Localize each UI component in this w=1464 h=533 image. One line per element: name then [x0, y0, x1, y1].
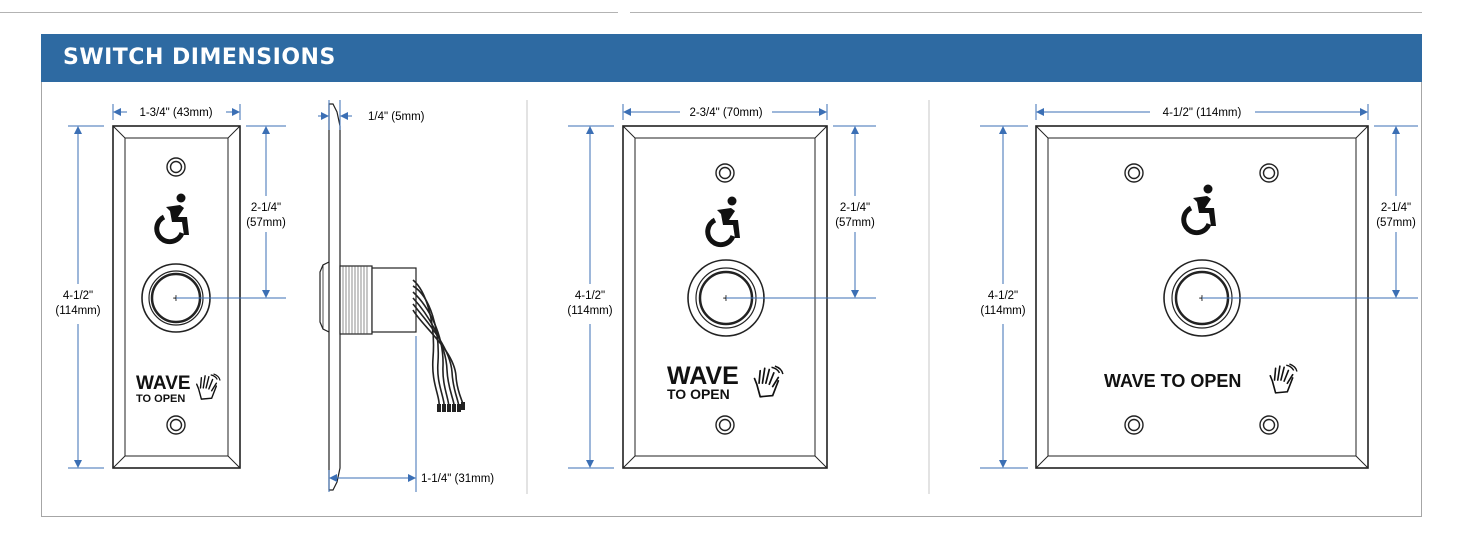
switch-dimensions-panel: [41, 34, 1422, 517]
double-gang-height-dim-b: (114mm): [980, 305, 1025, 317]
to-open-label: TO OPEN: [136, 393, 185, 405]
double-gang-dimensions: [980, 104, 1418, 469]
double-gang-plate: [1035, 125, 1369, 469]
single-gang-dimensions: [568, 104, 876, 469]
double-gang-width-dim: 4-1/2" (114mm): [1163, 107, 1242, 119]
narrow-width-dim: 1-3/4" (43mm): [139, 107, 212, 119]
to-open-label: TO OPEN: [667, 386, 730, 402]
top-rule-left: [0, 12, 618, 13]
double-gang-plate-inner: [1047, 137, 1357, 457]
top-rule-right: [630, 12, 1422, 13]
narrow-offset-dim-a: 2-1/4": [251, 202, 281, 214]
single-gang-offset-dim-b: (57mm): [835, 217, 875, 229]
narrow-plate-inner: [124, 137, 229, 457]
wave-label: WAVE: [136, 373, 191, 394]
side-profile-view: [319, 103, 465, 491]
narrow-height-dim-b: (114mm): [55, 305, 100, 317]
single-gang-offset-dim-a: 2-1/4": [840, 202, 870, 214]
narrow-dimensions: [68, 104, 286, 469]
plate-thickness-dim: 1/4" (5mm): [368, 111, 425, 123]
side-bezel: [319, 261, 330, 333]
crosshair: +: [1199, 293, 1206, 305]
narrow-height-dim-a: 4-1/2": [63, 290, 93, 302]
side-dimensions: [318, 100, 417, 492]
section-title: SWITCH DIMENSIONS: [63, 45, 336, 70]
wave-to-open-label: WAVE TO OPEN: [1104, 371, 1241, 391]
crosshair: +: [173, 293, 180, 305]
single-gang-height-dim-a: 4-1/2": [575, 290, 605, 302]
single-gang-plate-inner: [634, 137, 816, 457]
single-gang-width-dim: 2-3/4" (70mm): [689, 107, 762, 119]
double-gang-offset-dim-b: (57mm): [1376, 217, 1416, 229]
single-gang-plate-view: + WAVE TO OPEN: [622, 125, 828, 469]
double-gang-height-dim-a: 4-1/2": [988, 290, 1018, 302]
side-wires: [412, 279, 465, 412]
double-gang-offset-dim-a: 2-1/4": [1381, 202, 1411, 214]
crosshair: +: [723, 293, 730, 305]
side-switch-body: [371, 267, 417, 333]
wave-label: WAVE: [667, 362, 739, 390]
side-plate: [328, 103, 341, 491]
depth-dim: 1-1/4" (31mm): [421, 473, 494, 485]
side-threaded-body: [339, 265, 373, 335]
narrow-plate-view: + WAVE TO OPEN: [112, 125, 241, 469]
narrow-plate: [112, 125, 241, 469]
narrow-offset-dim-b: (57mm): [246, 217, 286, 229]
section-header: SWITCH DIMENSIONS: [41, 34, 1422, 82]
single-gang-plate: [622, 125, 828, 469]
double-gang-plate-view: + WAVE TO OPEN: [1035, 125, 1369, 469]
single-gang-height-dim-b: (114mm): [567, 305, 612, 317]
